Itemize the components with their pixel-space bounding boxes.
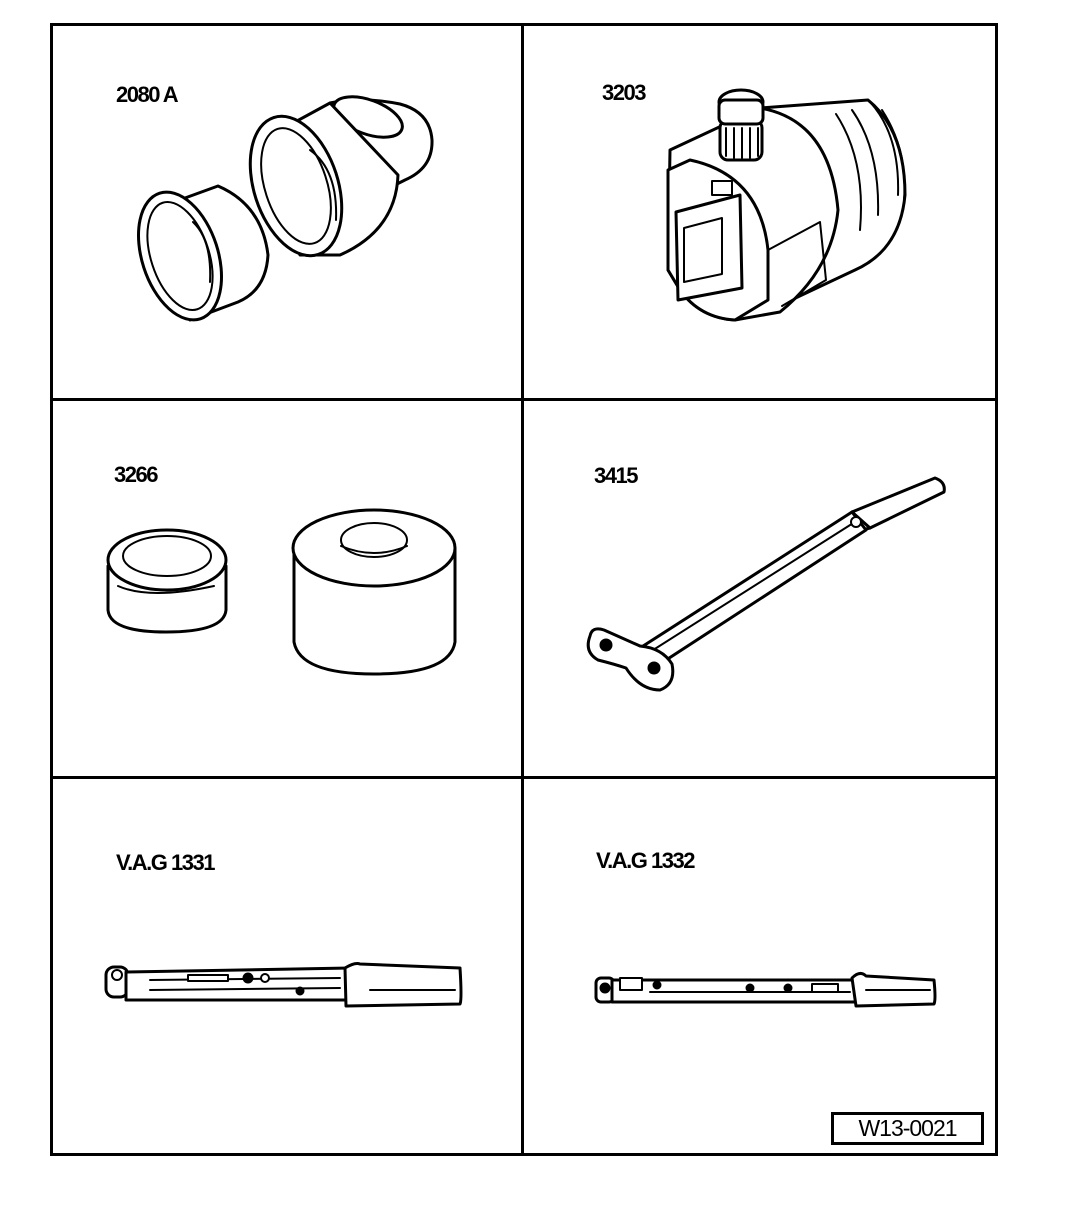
tool-number-label: V.A.G 1331 xyxy=(116,850,215,875)
figure-reference-badge: W13-0021 xyxy=(831,1112,984,1145)
tool-number-label: 2080 A xyxy=(116,82,179,107)
tool-number-label: 3203 xyxy=(602,80,646,105)
tool-number-label: 3415 xyxy=(594,463,638,488)
tool-number-label: 3266 xyxy=(114,462,158,487)
grid-divider-row-2 xyxy=(50,776,998,779)
grid-divider-vertical xyxy=(521,23,524,1156)
tools-grid-frame xyxy=(50,23,998,1156)
grid-divider-row-1 xyxy=(50,398,998,401)
tool-number-label: V.A.G 1332 xyxy=(596,848,695,873)
